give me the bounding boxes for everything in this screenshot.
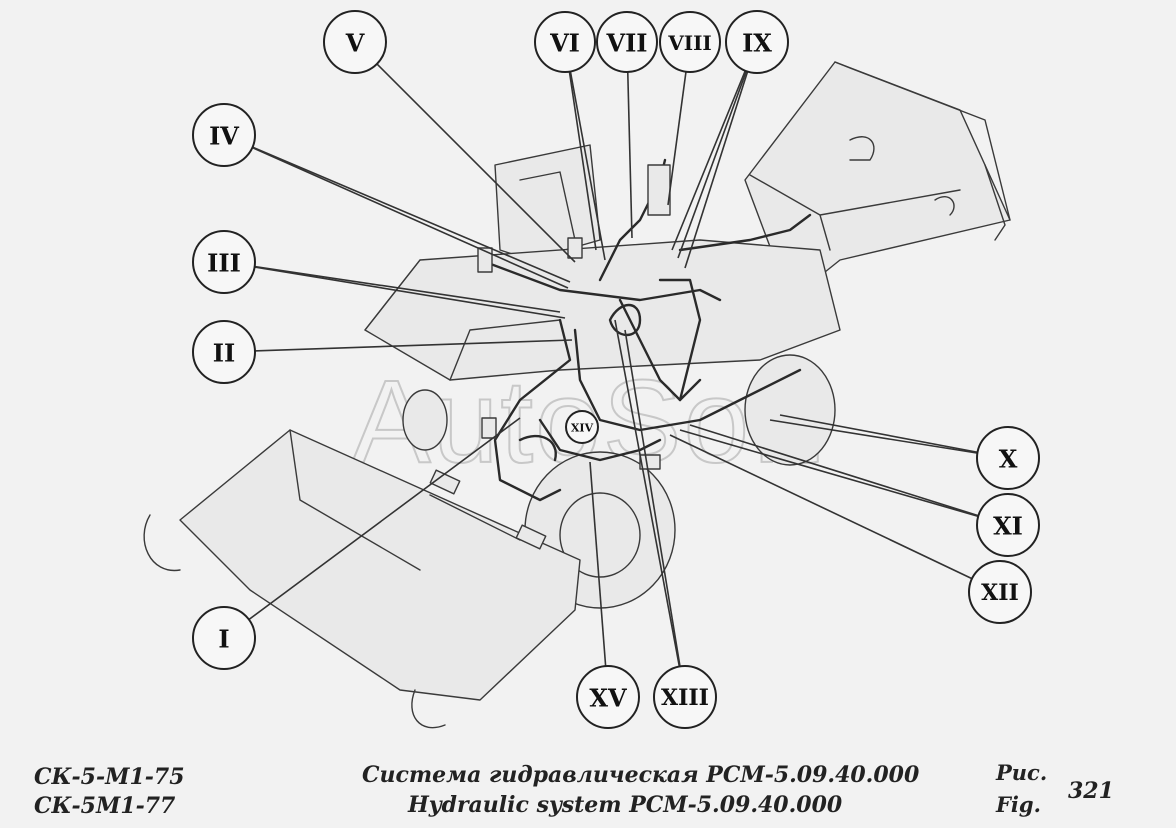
callout-XV: XV bbox=[576, 665, 640, 729]
hydraulic-lines bbox=[477, 158, 812, 502]
callout-III-circle bbox=[192, 230, 256, 294]
callout-VII: VII bbox=[596, 11, 658, 73]
callout-XIV-label: XIV bbox=[571, 422, 594, 435]
callout-XI-circle bbox=[976, 493, 1040, 557]
callout-VII-circle bbox=[596, 11, 658, 73]
callout-X-label: X bbox=[999, 445, 1018, 474]
figure-label-english: Fig. bbox=[996, 792, 1041, 817]
callout-I-circle bbox=[192, 606, 256, 670]
figure-label-russian: Рис. bbox=[996, 760, 1048, 785]
model-label-1: СК-5-М1-75 bbox=[34, 764, 185, 790]
model-label-2: СК-5М1-77 bbox=[34, 793, 176, 819]
callout-XIII-circle bbox=[653, 665, 717, 729]
callout-XI-label: XI bbox=[993, 512, 1023, 541]
callout-VI: VI bbox=[534, 11, 596, 73]
callout-IV: IV bbox=[192, 103, 256, 167]
callout-IV-label: IV bbox=[209, 122, 239, 151]
callout-IX: IX bbox=[725, 10, 789, 74]
callout-II: II bbox=[192, 320, 256, 384]
callout-V-label: V bbox=[345, 29, 365, 58]
callout-IX-label: IX bbox=[742, 29, 772, 58]
callout-II-label: II bbox=[213, 339, 235, 368]
callout-II-circle bbox=[192, 320, 256, 384]
callout-V-circle bbox=[323, 10, 387, 74]
callout-XII: XII bbox=[968, 560, 1032, 624]
callout-XV-circle bbox=[576, 665, 640, 729]
callout-VII-label: VII bbox=[605, 29, 647, 58]
callout-VI-label: VI bbox=[549, 29, 580, 58]
callout-XIII-label: XIII bbox=[661, 685, 709, 711]
callout-XIV-circle bbox=[565, 410, 599, 444]
callout-I-label: I bbox=[218, 625, 229, 654]
callout-I: I bbox=[192, 606, 256, 670]
callout-IX-circle bbox=[725, 10, 789, 74]
callout-XV-label: XV bbox=[589, 684, 627, 713]
combine-illustration bbox=[143, 61, 1011, 729]
callout-IV-circle bbox=[192, 103, 256, 167]
callout-XIV: XIV bbox=[565, 410, 599, 444]
callout-VIII-label: VIII bbox=[667, 31, 712, 55]
title-russian: Система гидравлическая РСМ-5.09.40.000 bbox=[362, 762, 920, 788]
callout-X: X bbox=[976, 426, 1040, 490]
callout-III-label: III bbox=[207, 249, 241, 278]
leader-lines bbox=[223, 41, 1009, 698]
callout-V: V bbox=[323, 10, 387, 74]
callout-III: III bbox=[192, 230, 256, 294]
title-english: Hydraulic system РСМ-5.09.40.000 bbox=[408, 792, 843, 818]
callout-X-circle bbox=[976, 426, 1040, 490]
callout-VI-circle bbox=[534, 11, 596, 73]
callout-VIII: VIII bbox=[659, 11, 721, 73]
callout-XIII: XIII bbox=[653, 665, 717, 729]
callout-XII-circle bbox=[968, 560, 1032, 624]
figure-number: 321 bbox=[1068, 778, 1114, 804]
callout-XI: XI bbox=[976, 493, 1040, 557]
callout-XII-label: XII bbox=[981, 580, 1019, 606]
callout-VIII-circle bbox=[659, 11, 721, 73]
